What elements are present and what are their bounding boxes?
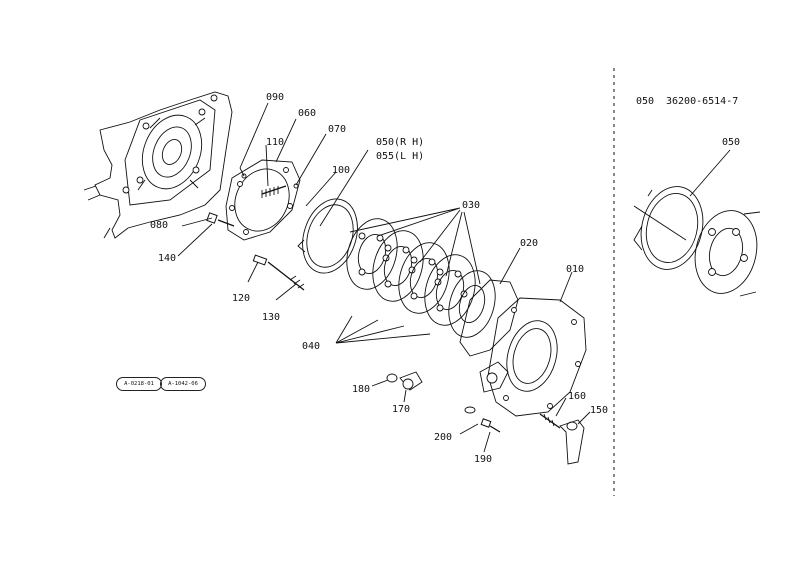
label-055-lh: 055(L H) [376, 151, 425, 162]
label-180: 180 [352, 384, 371, 395]
gasket [459, 279, 519, 357]
label-010: 010 [566, 264, 585, 275]
brake-plate [297, 198, 358, 274]
label-110: 110 [266, 137, 285, 148]
inset-label-050: 050 [722, 137, 741, 148]
label-140: 140 [158, 253, 177, 264]
label-130: 130 [262, 312, 281, 323]
cam-and-lever [386, 371, 585, 465]
inset-part-number: 36200-6514-7 [666, 96, 739, 107]
cover-plate [225, 159, 301, 241]
label-050-rh: 050(R H) [376, 137, 425, 148]
label-090: 090 [266, 92, 285, 103]
label-040: 040 [302, 341, 321, 352]
label-160: 160 [568, 391, 587, 402]
brake-case [479, 297, 587, 417]
label-020: 020 [520, 238, 539, 249]
label-170: 170 [392, 404, 411, 415]
inset-detail [633, 149, 761, 297]
small-parts [206, 167, 305, 291]
label-200: 200 [434, 432, 453, 443]
label-120: 120 [232, 293, 251, 304]
friction-disc-stack [346, 218, 496, 338]
transmission-housing [83, 91, 233, 239]
label-070: 070 [328, 124, 347, 135]
label-190: 190 [474, 454, 493, 465]
label-080: 080 [150, 220, 169, 231]
reference-b: A-1042-06 [160, 377, 206, 391]
label-150: 150 [590, 405, 609, 416]
reference-a: A-0218-01 [116, 377, 162, 391]
label-100: 100 [332, 165, 351, 176]
label-030: 030 [462, 200, 481, 211]
label-060: 060 [298, 108, 317, 119]
inset-code: 050 [636, 96, 655, 107]
leader-lines [177, 102, 591, 453]
